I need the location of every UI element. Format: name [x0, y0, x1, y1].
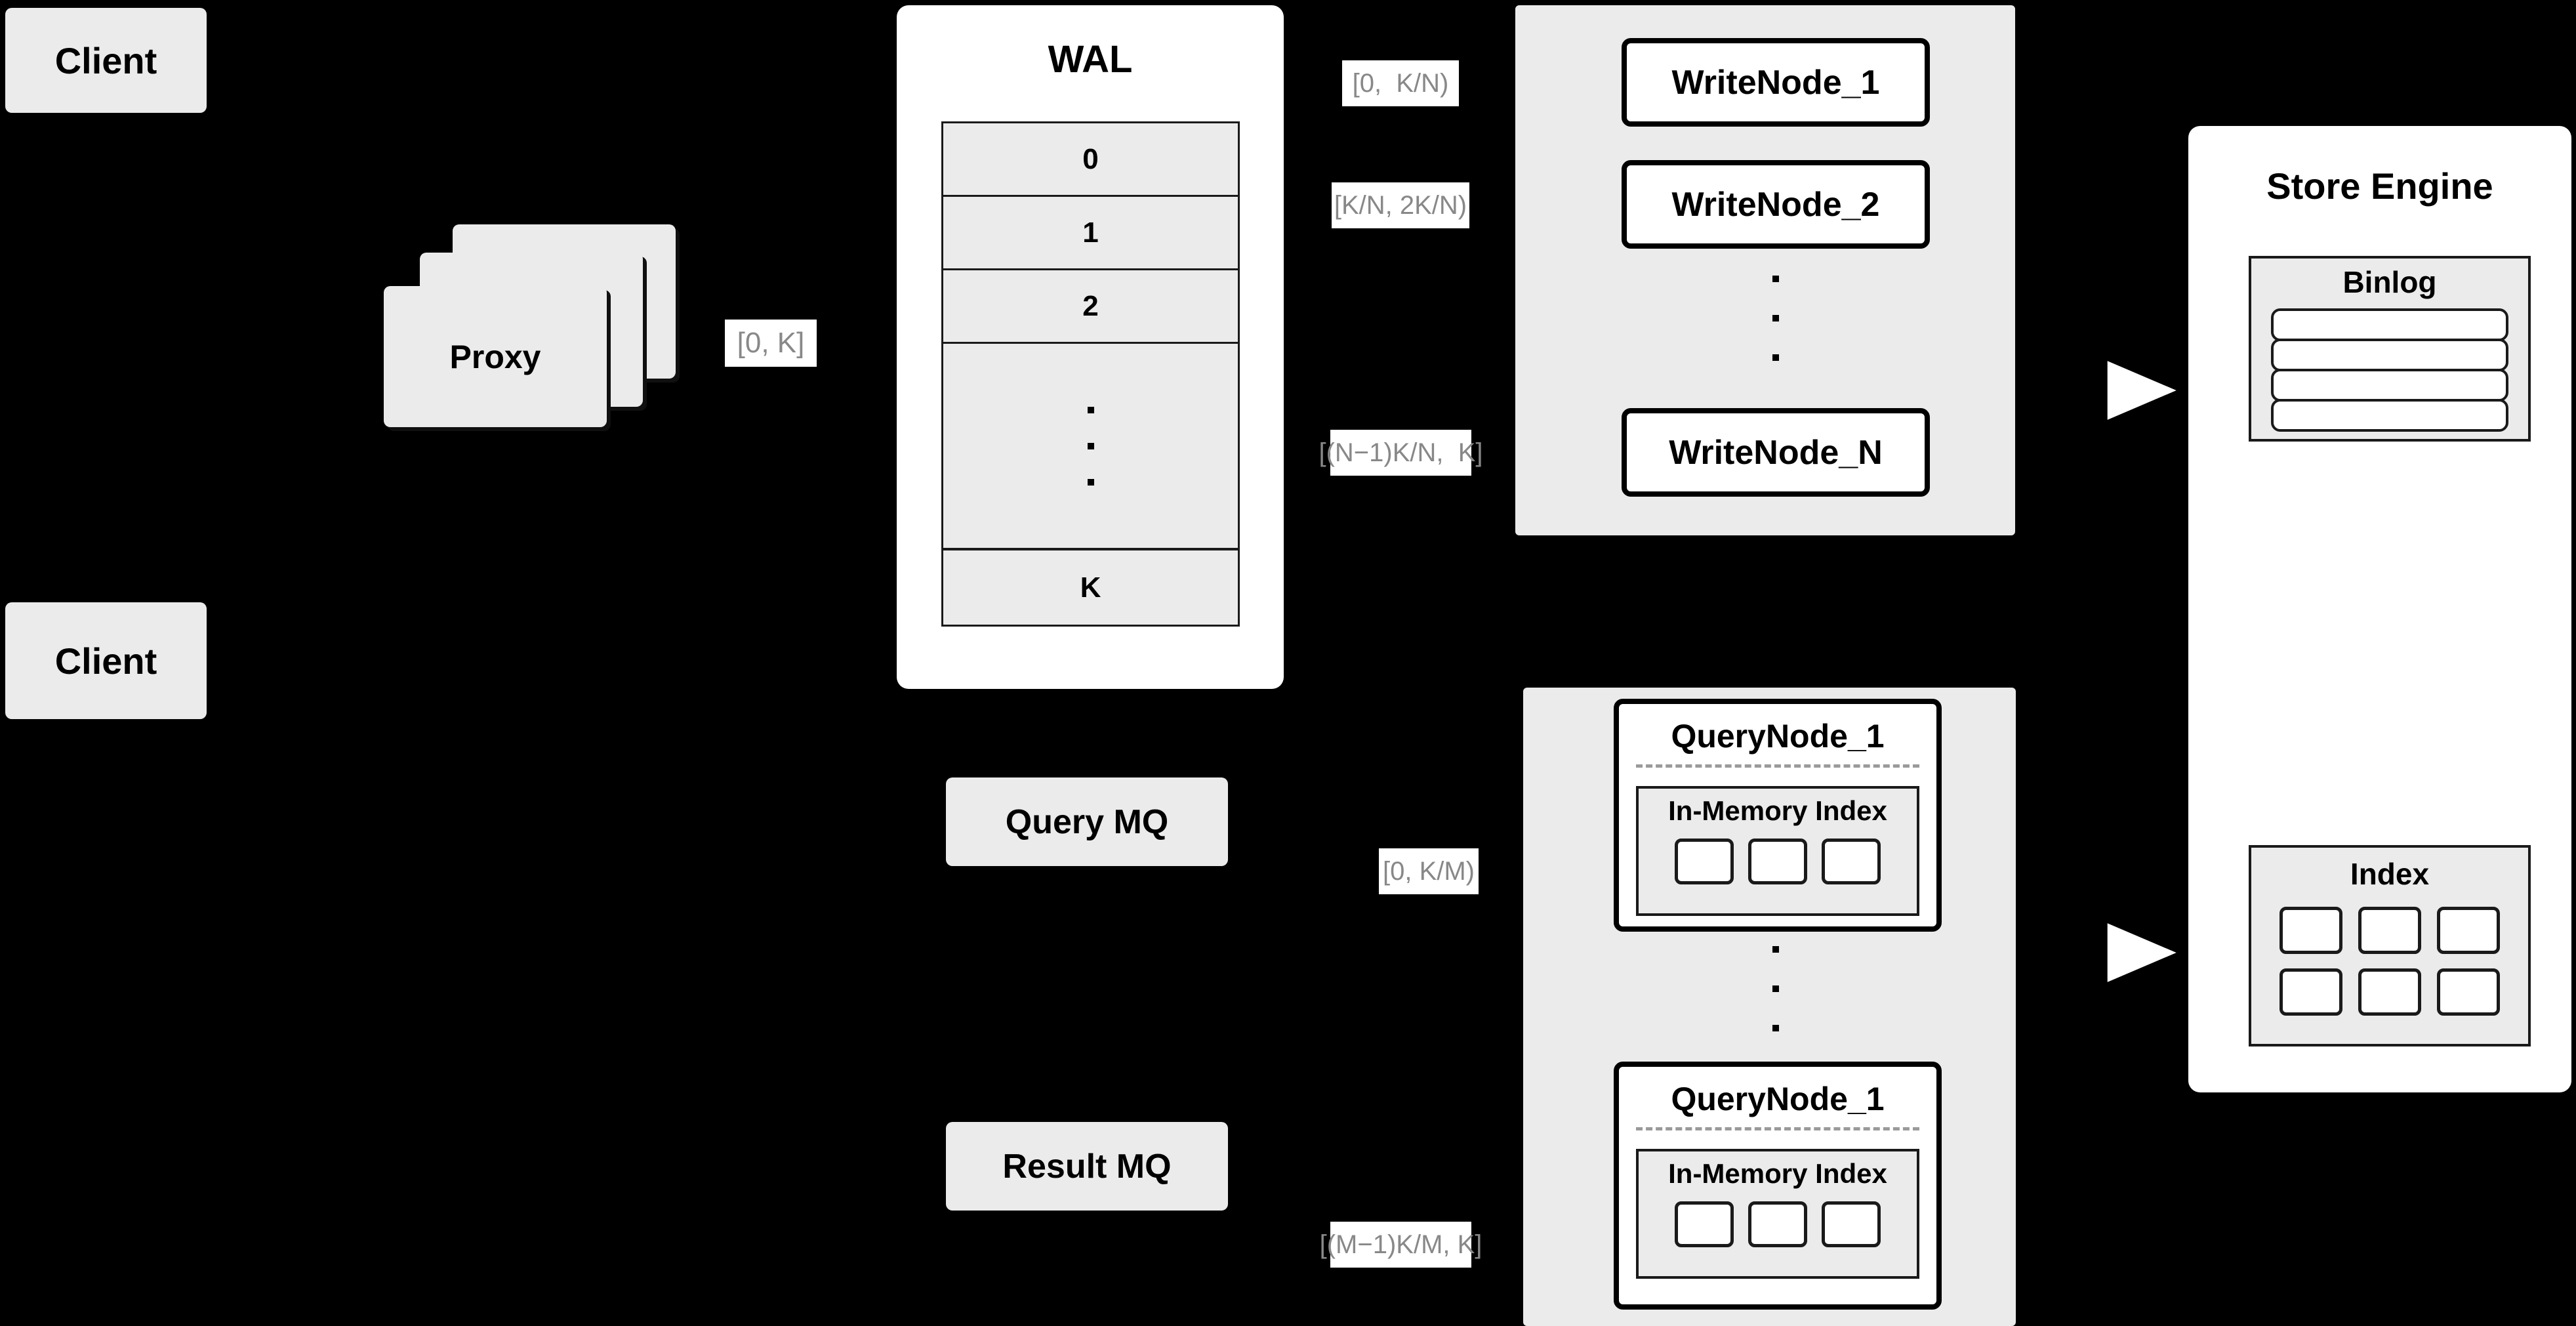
proxy-box[interactable]: Proxy [384, 286, 607, 427]
wal-vertical-ellipsis [1087, 406, 1094, 486]
client-box-2[interactable]: Client [5, 602, 207, 719]
edge-label-writenode-n: [(N−1)K/N, K] [1319, 430, 1483, 476]
index-cell [2358, 907, 2421, 954]
wal-row-2: 2 [941, 268, 1240, 344]
edge-label-text-wn2: [K/N, 2K/N) [1334, 190, 1467, 220]
query-mq-box[interactable]: Query MQ [946, 777, 1228, 866]
wal-row-1-text: 1 [1082, 216, 1099, 249]
querynode-m-title: QueryNode_1 [1619, 1073, 1936, 1125]
index-cell [2358, 968, 2421, 1016]
binlog-title-text: Binlog [2342, 265, 2437, 299]
write-cluster-vertical-ellipsis [1771, 276, 1780, 361]
writenode-1-label: WriteNode_1 [1671, 63, 1880, 102]
edge-label-text-proxy-wal: [0, K] [737, 327, 805, 359]
result-mq-box[interactable]: Result MQ [946, 1122, 1228, 1211]
result-mq-label: Result MQ [1002, 1147, 1172, 1186]
querynode-m-segment-2 [1748, 1201, 1807, 1247]
client-label-1: Client [54, 39, 157, 81]
querynode-1-memory-index-title: In-Memory Index [1639, 789, 1917, 833]
index-box: Index [2249, 845, 2531, 1046]
edge-label-proxy-to-wal: [0, K] [725, 320, 817, 367]
index-cell [2280, 907, 2342, 954]
querynode-1-memory-index: In-Memory Index [1636, 786, 1919, 916]
edge-label-text-qn1: [0, K/M) [1382, 856, 1475, 886]
writenode-n-box[interactable]: WriteNode_N [1622, 408, 1930, 497]
querynode-1-segment-2 [1748, 839, 1807, 884]
querynode-1-label: QueryNode_1 [1671, 718, 1885, 755]
edge-label-writenode-1: [0, K/N) [1342, 60, 1459, 106]
binlog-row [2271, 399, 2508, 432]
querynode-1-divider [1636, 764, 1919, 768]
query-mq-label: Query MQ [1005, 802, 1169, 841]
index-title: Index [2251, 848, 2528, 900]
wal-row-k: K [941, 549, 1240, 627]
index-cell [2437, 968, 2500, 1016]
wal-row-0: 0 [941, 121, 1240, 197]
binlog-row [2271, 339, 2508, 371]
wal-row-1: 1 [941, 195, 1240, 270]
edge-label-writenode-2: [K/N, 2K/N) [1332, 182, 1469, 228]
proxy-label: Proxy [449, 338, 541, 375]
edge-label-querynode-1: [0, K/M) [1379, 848, 1479, 894]
querynode-m-memory-index-title: In-Memory Index [1639, 1151, 1917, 1196]
querynode-1-title: QueryNode_1 [1619, 711, 1936, 762]
querynode-m-box[interactable]: QueryNode_1 In-Memory Index [1614, 1062, 1942, 1310]
edge-label-text-wnn: [(N−1)K/N, K] [1319, 438, 1483, 467]
querynode-m-index-label: In-Memory Index [1668, 1158, 1887, 1189]
wal-row-0-text: 0 [1082, 142, 1099, 175]
index-title-text: Index [2350, 857, 2430, 891]
wal-row-ellipsis [941, 342, 1240, 550]
client-label-2: Client [54, 640, 157, 682]
querynode-m-segment-1 [1675, 1201, 1734, 1247]
index-cell [2437, 907, 2500, 954]
edge-label-text-qnm: [(M−1)K/M, K] [1319, 1230, 1482, 1259]
store-engine-title: Store Engine [2188, 161, 2571, 211]
querynode-1-segment-1 [1675, 839, 1734, 884]
writenode-1-box[interactable]: WriteNode_1 [1622, 38, 1930, 127]
store-engine-title-text: Store Engine [2266, 165, 2493, 207]
wal-row-k-text: K [1080, 571, 1101, 604]
writenode-2-label: WriteNode_2 [1671, 185, 1880, 224]
querynode-m-label: QueryNode_1 [1671, 1081, 1885, 1117]
edge-label-text-wn1: [0, K/N) [1352, 68, 1449, 98]
index-cell [2280, 968, 2342, 1016]
querynode-1-segment-3 [1822, 839, 1881, 884]
binlog-box: Binlog [2249, 256, 2531, 442]
wal-title-text: WAL [1048, 37, 1133, 81]
querynode-1-index-label: In-Memory Index [1668, 795, 1887, 826]
querynode-1-box[interactable]: QueryNode_1 In-Memory Index [1614, 699, 1942, 932]
client-box-1[interactable]: Client [5, 8, 207, 113]
querynode-m-segment-3 [1822, 1201, 1881, 1247]
wal-row-2-text: 2 [1082, 289, 1099, 322]
querynode-m-memory-index: In-Memory Index [1636, 1149, 1919, 1279]
writenode-n-label: WriteNode_N [1669, 433, 1883, 472]
binlog-row [2271, 369, 2508, 402]
wal-title: WAL [897, 36, 1284, 82]
edge-label-querynode-m: [(M−1)K/M, K] [1320, 1222, 1482, 1268]
querynode-m-divider [1636, 1127, 1919, 1130]
binlog-title: Binlog [2251, 259, 2528, 306]
binlog-row [2271, 308, 2508, 341]
query-cluster-vertical-ellipsis [1771, 946, 1780, 1031]
writenode-2-box[interactable]: WriteNode_2 [1622, 160, 1930, 249]
